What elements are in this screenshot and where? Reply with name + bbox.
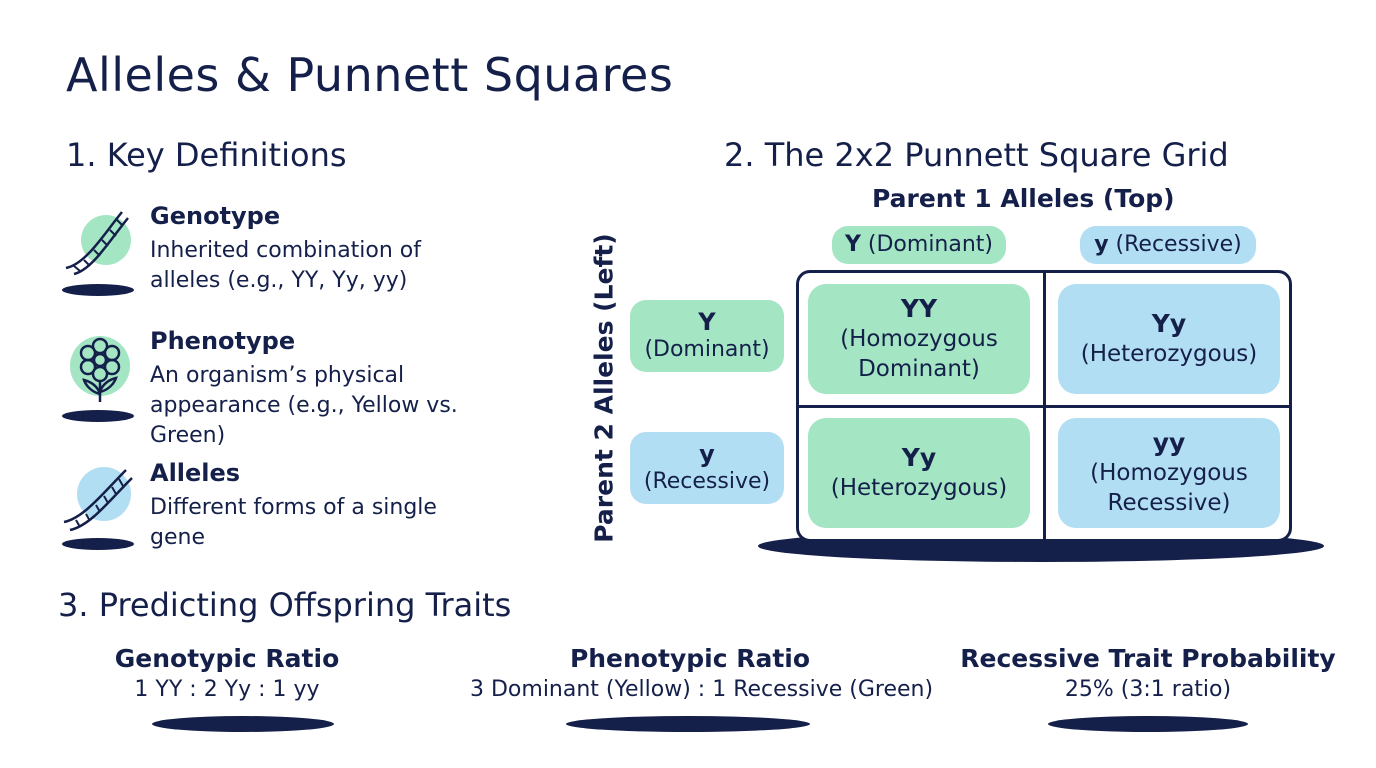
definition-term-phenotype: Phenotype (150, 327, 296, 355)
stat-value: 3 Dominant (Yellow) : 1 Recessive (Green… (470, 677, 934, 702)
top-allele-dominant: Y (Dominant) (832, 226, 1006, 264)
stat-underline (1048, 716, 1248, 732)
left-allele-type: (Recessive) (643, 469, 771, 494)
punnett-cell-YY: YY (Homozygous Dominant) (808, 284, 1030, 394)
left-allele-dominant: Y (Dominant) (630, 300, 784, 372)
cell-description-line1: (Heterozygous) (1080, 341, 1258, 367)
stat-label: Recessive Trait Probability (960, 644, 1336, 673)
predicting-heading: 3. Predicting Offspring Traits (58, 586, 512, 624)
cell-description-line1: (Heterozygous) (830, 475, 1008, 501)
grid-divider-horizontal (798, 405, 1290, 408)
punnett-cell-Yy-top: Yy (Heterozygous) (1058, 284, 1280, 394)
stat-value: 25% (3:1 ratio) (1064, 677, 1232, 702)
cell-description-line1: (Homozygous (840, 326, 998, 352)
cell-genotype: yy (1152, 428, 1186, 457)
top-allele-symbol: y (1094, 232, 1109, 257)
punnett-heading: 2. The 2x2 Punnett Square Grid (724, 136, 1229, 174)
stat-genotypic-ratio: Genotypic Ratio 1 YY : 2 Yy : 1 yy (7, 644, 447, 702)
definition-term-alleles: Alleles (150, 459, 241, 487)
definitions-heading: 1. Key Definitions (66, 136, 347, 174)
definition-term-genotype: Genotype (150, 202, 281, 230)
cell-description-line2: Recessive) (1107, 490, 1231, 516)
cell-genotype: Yy (901, 443, 937, 472)
left-allele-symbol: Y (698, 308, 716, 336)
stat-underline (566, 716, 810, 732)
definition-description-alleles: Different forms of a single gene (150, 495, 437, 550)
top-allele-type: (Recessive) (1115, 232, 1242, 257)
page-title: Alleles & Punnett Squares (66, 48, 674, 102)
definition-description-genotype: Inherited combination of alleles (e.g., … (150, 238, 422, 293)
cell-description-line1: (Homozygous (1090, 460, 1248, 486)
definition-description-phenotype: An organism’s physical appearance (e.g.,… (150, 363, 458, 448)
stat-underline (152, 716, 334, 732)
stat-value: 1 YY : 2 Yy : 1 yy (134, 677, 320, 702)
top-allele-type: (Dominant) (867, 232, 994, 257)
cell-description-line2: Dominant) (858, 356, 980, 382)
dna-helix-icon (60, 204, 140, 298)
top-allele-symbol: Y (844, 232, 861, 257)
stat-label: Phenotypic Ratio (569, 644, 811, 673)
stat-phenotypic-ratio: Phenotypic Ratio 3 Dominant (Yellow) : 1… (470, 644, 934, 702)
parent2-label: Parent 2 Alleles (Left) (589, 233, 619, 543)
stat-label: Genotypic Ratio (114, 644, 340, 673)
top-allele-recessive: y (Recessive) (1080, 226, 1256, 264)
stat-recessive-probability: Recessive Trait Probability 25% (3:1 rat… (928, 644, 1368, 702)
punnett-cell-yy: yy (Homozygous Recessive) (1058, 418, 1280, 528)
dna-strand-icon (60, 460, 140, 554)
left-allele-recessive: y (Recessive) (630, 432, 784, 504)
left-allele-type: (Dominant) (644, 337, 770, 362)
cell-genotype: YY (900, 294, 938, 323)
parent1-label: Parent 1 Alleles (Top) (872, 184, 1175, 213)
punnett-cell-Yy-bottom: Yy (Heterozygous) (808, 418, 1030, 528)
flower-icon (60, 330, 140, 424)
left-allele-symbol: y (699, 440, 715, 468)
cell-genotype: Yy (1151, 309, 1187, 338)
